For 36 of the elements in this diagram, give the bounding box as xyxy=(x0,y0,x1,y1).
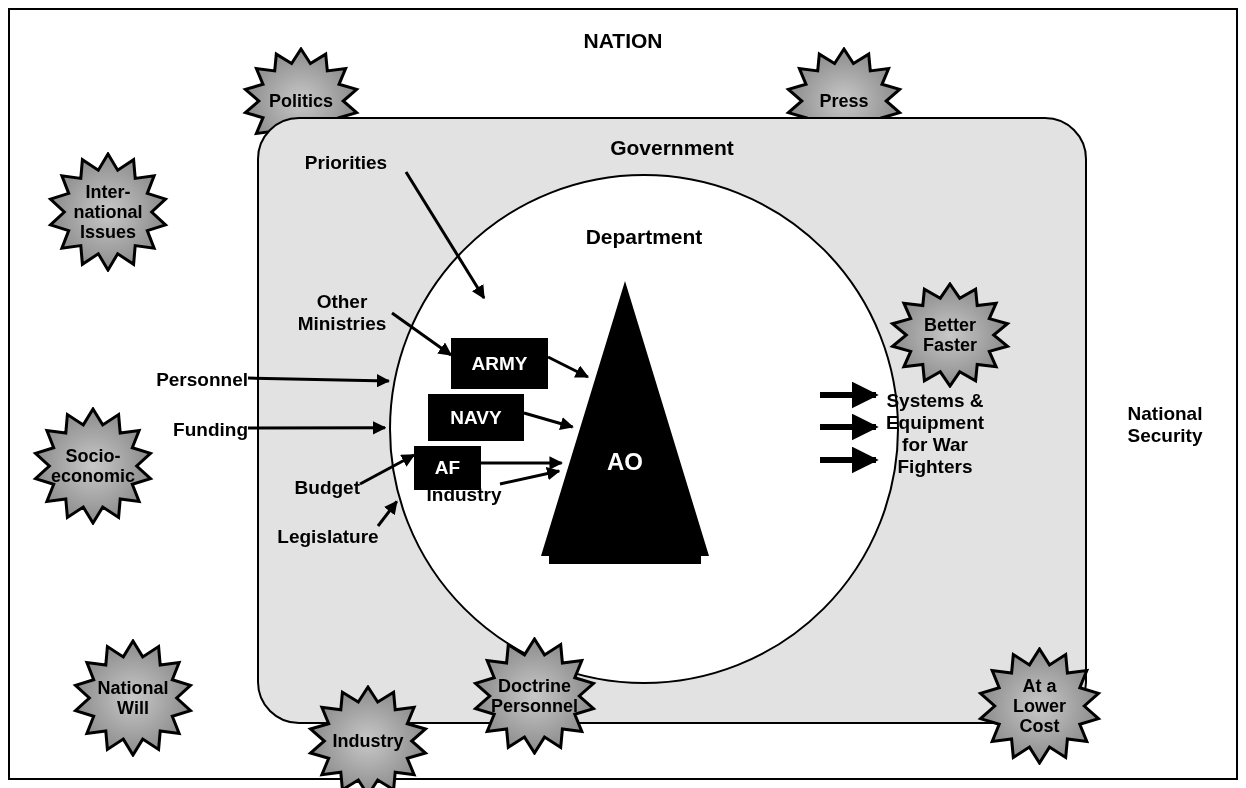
arrow xyxy=(404,171,486,300)
starburst-label: At a Lower Cost xyxy=(1012,676,1067,736)
arrow xyxy=(248,421,387,435)
arrow xyxy=(499,467,561,486)
starburst-label: Industry xyxy=(331,731,405,751)
group-title: Department xyxy=(584,226,704,248)
arrow xyxy=(359,453,416,486)
starburst-label: Socio-economic xyxy=(51,446,135,486)
arrow xyxy=(247,373,391,388)
input-label: Legislature xyxy=(276,526,380,548)
starburst-label: Inter-national Issues xyxy=(72,182,144,242)
input-label: Budget xyxy=(266,477,360,499)
side-label: National Security xyxy=(1126,403,1204,447)
arrow xyxy=(820,413,879,441)
arrow xyxy=(523,411,574,431)
group-title: Government xyxy=(609,137,735,159)
arrow xyxy=(820,446,879,474)
group-title: NATION xyxy=(582,30,664,52)
starburst-label: Better Faster xyxy=(922,315,978,355)
input-label: Personnel xyxy=(120,369,248,391)
starburst-label: Press xyxy=(818,91,870,111)
input-label: Funding xyxy=(142,419,248,441)
pyramid-label: AO xyxy=(606,451,644,473)
arrow xyxy=(820,381,879,409)
service-box: ARMY xyxy=(451,338,548,389)
starburst-label: Doctrine Personnel xyxy=(490,676,579,716)
input-label: Priorities xyxy=(286,152,406,174)
input-label: Other Ministries xyxy=(292,291,392,335)
arrow xyxy=(376,500,398,527)
starburst-label: Politics xyxy=(268,91,334,111)
arrow xyxy=(547,355,590,379)
arrow xyxy=(391,311,453,357)
service-box: AF xyxy=(414,446,481,490)
service-box: NAVY xyxy=(428,394,524,441)
arrow xyxy=(481,456,563,470)
starburst-label: National Will xyxy=(96,678,170,718)
